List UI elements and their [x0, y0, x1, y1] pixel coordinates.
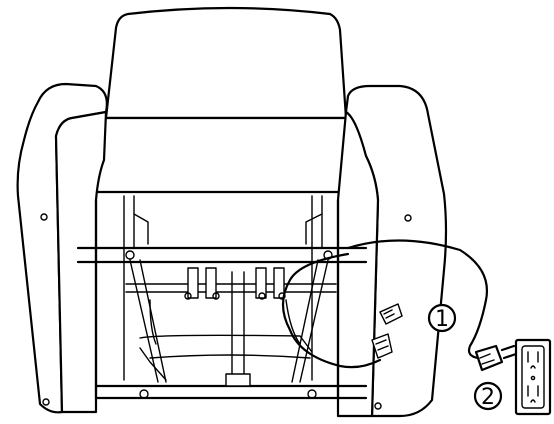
left-arm-bolt-lower — [42, 398, 50, 406]
right-arm-bolt — [404, 214, 412, 222]
callout-step-2: 2 — [473, 381, 503, 411]
callout-step-1: 1 — [427, 303, 457, 333]
chair-connector — [371, 303, 403, 359]
back-cushion — [104, 6, 348, 120]
left-arm-bolt — [40, 213, 48, 221]
right-arm — [336, 84, 448, 418]
power-cord — [281, 239, 488, 369]
plug-icon — [474, 344, 518, 372]
callout-step-1-label: 1 — [435, 307, 449, 332]
wall-outlet-icon — [514, 338, 552, 416]
recliner-mechanism — [76, 195, 368, 400]
right-arm-bolt-lower — [374, 402, 382, 410]
callout-step-2-label: 2 — [481, 385, 495, 410]
seat-back-panel — [82, 116, 384, 194]
